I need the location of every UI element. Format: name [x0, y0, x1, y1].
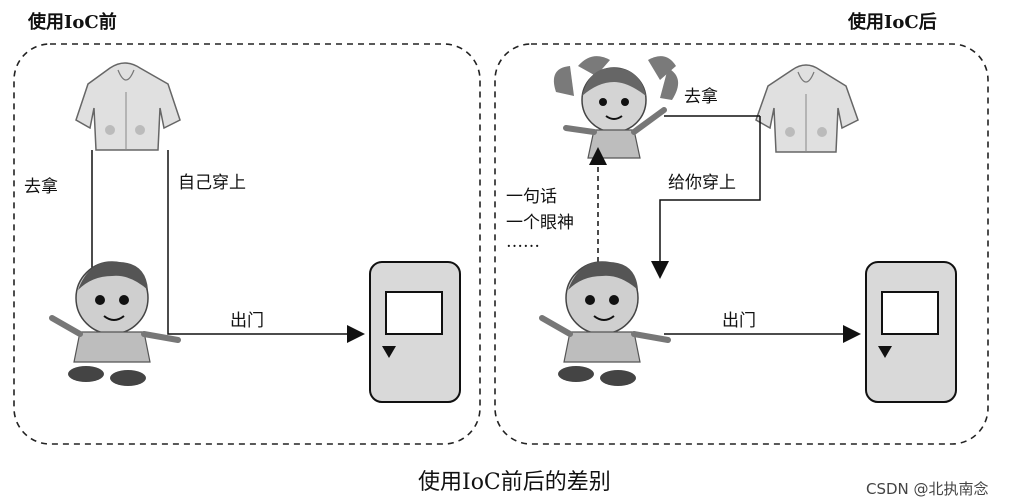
label-dress-you-after: 给你穿上	[668, 173, 736, 193]
label-hint-line1: 一句话	[506, 187, 557, 207]
label-fetch-before: 去拿	[24, 177, 58, 197]
label-hint-line3: ……	[506, 232, 540, 252]
boy-icon	[539, 261, 671, 386]
watermark: CSDN @北执南念	[866, 480, 989, 498]
panel-after-title: 使用IoC后	[848, 12, 937, 33]
jacket-icon	[75, 62, 181, 151]
door-icon	[369, 261, 461, 403]
label-self-wear-before: 自己穿上	[178, 173, 246, 193]
girl-icon	[553, 56, 679, 159]
label-go-out-after: 出门	[722, 311, 756, 331]
figure-caption: 使用IoC前后的差别	[418, 470, 611, 495]
boy-icon	[49, 261, 181, 386]
line-dress-you-after	[651, 116, 761, 279]
door-icon	[865, 261, 957, 403]
panel-after-border	[494, 43, 989, 445]
line-self-wear-before	[167, 150, 365, 343]
jacket-icon	[755, 64, 859, 153]
label-go-out-before: 出门	[230, 311, 264, 331]
label-hint-line2: 一个眼神	[506, 213, 574, 233]
label-fetch-after: 去拿	[684, 87, 718, 107]
panel-before-title: 使用IoC前	[28, 12, 117, 33]
